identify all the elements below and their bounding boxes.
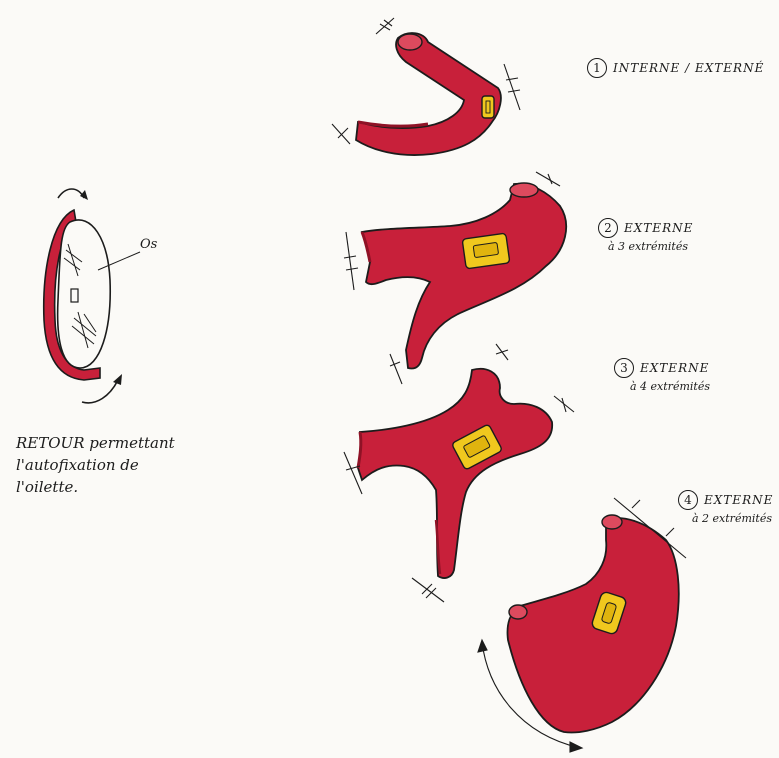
rotation-arrow-bottom bbox=[82, 380, 118, 403]
rotation-arrow-top bbox=[58, 189, 84, 198]
left-caption-line-2: l'autofixation de bbox=[16, 454, 175, 476]
step-3-title: EXTERNE bbox=[640, 361, 709, 375]
splint-piece-1 bbox=[356, 33, 501, 155]
finger-outline bbox=[58, 220, 111, 368]
step-2-number: 2 bbox=[598, 218, 618, 238]
step-3-label: 3 EXTERNE à 4 extrémités bbox=[614, 358, 710, 394]
left-caption-line-1: RETOUR permettant bbox=[16, 432, 175, 454]
step-1-label: 1 INTERNE / EXTERNÉ bbox=[587, 58, 764, 81]
step-4-label: 4 EXTERNE à 2 extrémités bbox=[678, 490, 773, 526]
step-2-label: 2 EXTERNE à 3 extrémités bbox=[598, 218, 693, 254]
left-caption: RETOUR permettant l'autofixation de l'oi… bbox=[16, 432, 175, 498]
left-caption-line-3: l'oilette. bbox=[16, 476, 175, 498]
step-4-number: 4 bbox=[678, 490, 698, 510]
step-2-title: EXTERNE bbox=[624, 221, 693, 235]
buckle-1 bbox=[482, 96, 494, 118]
step-1-number: 1 bbox=[587, 58, 607, 78]
step-3-subtitle: à 4 extrémités bbox=[630, 381, 710, 394]
splint-piece-3 bbox=[358, 369, 552, 578]
bone-label: Os bbox=[140, 238, 157, 253]
splint-piece-2 bbox=[362, 183, 566, 369]
step-2-subtitle: à 3 extrémités bbox=[608, 241, 693, 254]
finger-cross-section bbox=[44, 189, 140, 403]
step-4-title: EXTERNE bbox=[704, 493, 773, 507]
splint-piece-4 bbox=[508, 515, 679, 733]
step-3-number: 3 bbox=[614, 358, 634, 378]
step-1-title: INTERNE / EXTERNÉ bbox=[613, 61, 764, 75]
step-4-subtitle: à 2 extrémités bbox=[692, 513, 773, 526]
